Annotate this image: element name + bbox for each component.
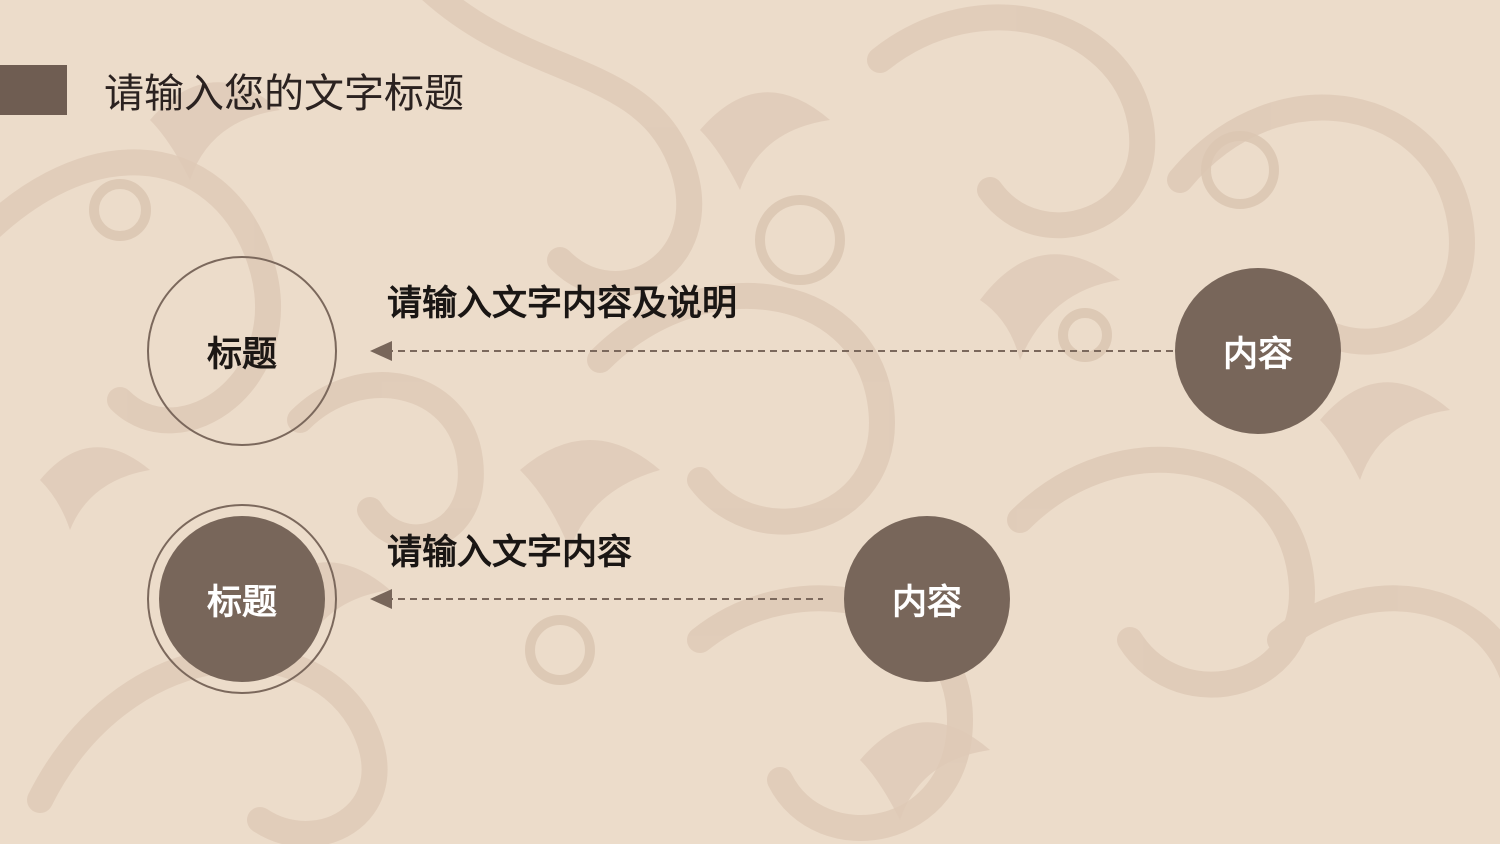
row-1-connector xyxy=(370,341,1176,361)
row-2-caption: 请输入文字内容 xyxy=(387,533,633,573)
title-accent-bar xyxy=(0,65,67,115)
row-2-title-ring xyxy=(147,504,337,694)
row-1-target-circle: 内容 xyxy=(1175,268,1341,434)
row-1-target-label: 内容 xyxy=(1222,334,1293,375)
row-1-caption: 请输入文字内容及说明 xyxy=(387,284,738,324)
arrowhead-left-icon xyxy=(370,589,392,609)
row-2-target-circle: 内容 xyxy=(844,516,1010,682)
page-title: 请输入您的文字标题 xyxy=(104,71,464,117)
row-1-title-circle: 标题 xyxy=(147,256,337,446)
row-2-title-label: 标题 xyxy=(206,582,277,623)
row-2-title-circle: 标题 xyxy=(159,516,325,682)
row-2-connector xyxy=(370,589,823,609)
row-2-target-label: 内容 xyxy=(891,582,962,623)
arrowhead-left-icon xyxy=(370,341,392,361)
row-1-title-label: 标题 xyxy=(206,334,277,375)
